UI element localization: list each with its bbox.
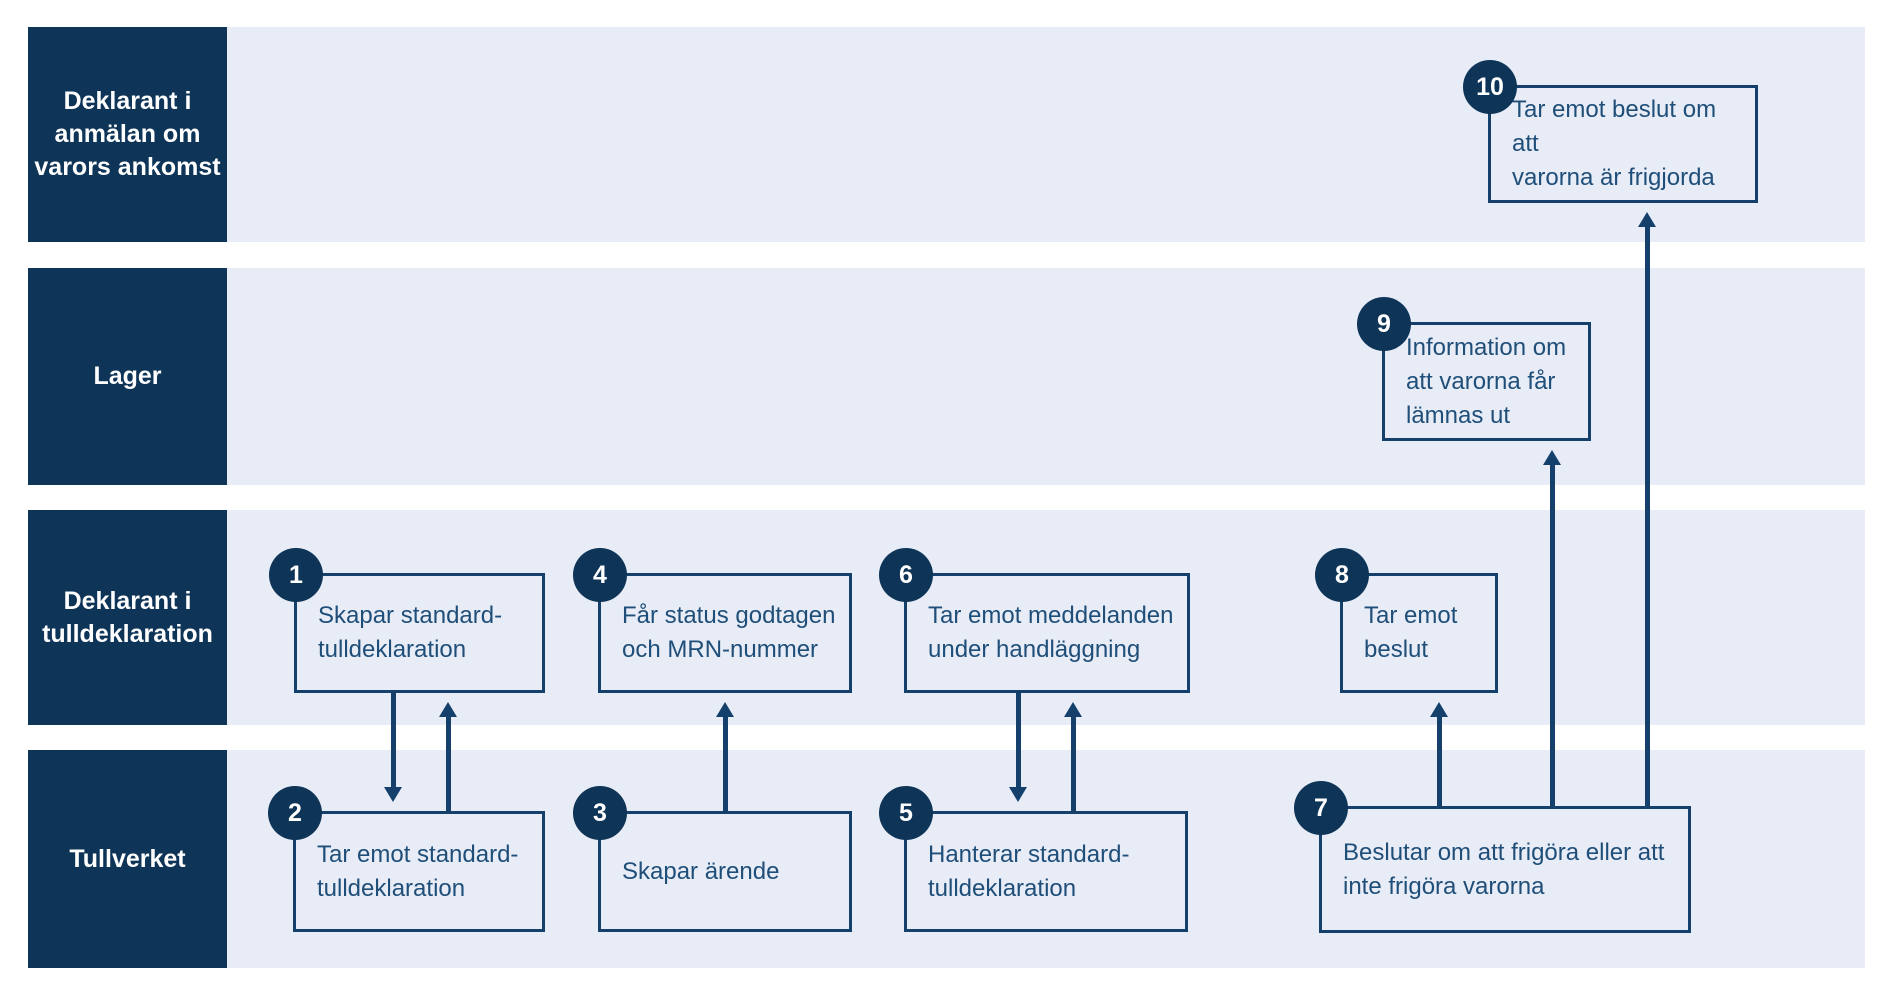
step-box-8: 8 Tar emot beslut xyxy=(1315,548,1498,693)
step-text-1: Skapar standard- tulldeklaration xyxy=(318,602,503,663)
step-number-badge-1: 1 xyxy=(269,548,323,602)
arrow-step5-to-step6 xyxy=(1064,702,1082,811)
step-text-9: Information om att varorna får lämnas ut xyxy=(1406,333,1567,429)
step-box-5: 5 Hanterar standard- tulldeklaration xyxy=(879,786,1188,932)
step-box-10: 10 Tar emot beslut om att varorna är fri… xyxy=(1463,60,1758,203)
lane-body-lager xyxy=(227,268,1865,485)
step-box-4: 4 Får status godtagen och MRN-nummer xyxy=(573,548,852,693)
lane-label-deklarant-anmalan: Deklarant i anmälan om varors ankomst xyxy=(28,27,227,242)
lane-label-lager: Lager xyxy=(28,268,227,485)
arrow-step2-to-step1 xyxy=(439,702,457,811)
step-number-badge-5: 5 xyxy=(879,786,933,840)
arrow-step7-to-step9 xyxy=(1543,450,1561,806)
arrow-step3-to-step4 xyxy=(716,702,734,811)
step-number-badge-4: 4 xyxy=(573,548,627,602)
step-number-badge-6: 6 xyxy=(879,548,933,602)
lane-label-deklarant-tulldeklaration: Deklarant i tulldeklaration xyxy=(28,510,227,725)
step-number-badge-9: 9 xyxy=(1357,297,1411,351)
step-text-2: Tar emot standard- tulldeklaration xyxy=(317,840,519,902)
step-box-9: 9 Information om att varorna får lämnas … xyxy=(1357,297,1591,441)
arrow-step7-to-step10 xyxy=(1638,212,1656,806)
arrow-step7-to-step8 xyxy=(1430,702,1448,806)
step-text-5: Hanterar standard- tulldeklaration xyxy=(928,840,1130,902)
arrow-step1-to-step2 xyxy=(384,693,402,802)
step-number-badge-7: 7 xyxy=(1294,781,1348,835)
lane-lager: Lager xyxy=(28,268,1865,485)
step-text-3: Skapar ärende xyxy=(622,857,780,885)
step-number-badge-8: 8 xyxy=(1315,548,1369,602)
lane-label-tullverket: Tullverket xyxy=(28,750,227,968)
step-number-badge-2: 2 xyxy=(268,786,322,840)
step-box-2: 2 Tar emot standard- tulldeklaration xyxy=(268,786,545,932)
step-text-6: Tar emot meddelanden under handläggning xyxy=(928,602,1174,663)
step-box-3: 3 Skapar ärende xyxy=(573,786,852,932)
step-text-8: Tar emot beslut xyxy=(1364,602,1458,663)
step-number-badge-10: 10 xyxy=(1463,60,1517,114)
step-text-4: Får status godtagen och MRN-nummer xyxy=(622,602,836,663)
step-box-6: 6 Tar emot meddelanden under handläggnin… xyxy=(879,548,1190,693)
arrow-step6-to-step5 xyxy=(1009,693,1027,802)
step-box-7: 7 Beslutar om att frigöra eller att inte… xyxy=(1294,781,1691,933)
step-number-badge-3: 3 xyxy=(573,786,627,840)
step-box-1: 1 Skapar standard- tulldeklaration xyxy=(269,548,545,693)
step-text-7: Beslutar om att frigöra eller att inte f… xyxy=(1343,838,1665,900)
step-text-10: Tar emot beslut om att varorna är frigjo… xyxy=(1512,96,1717,191)
